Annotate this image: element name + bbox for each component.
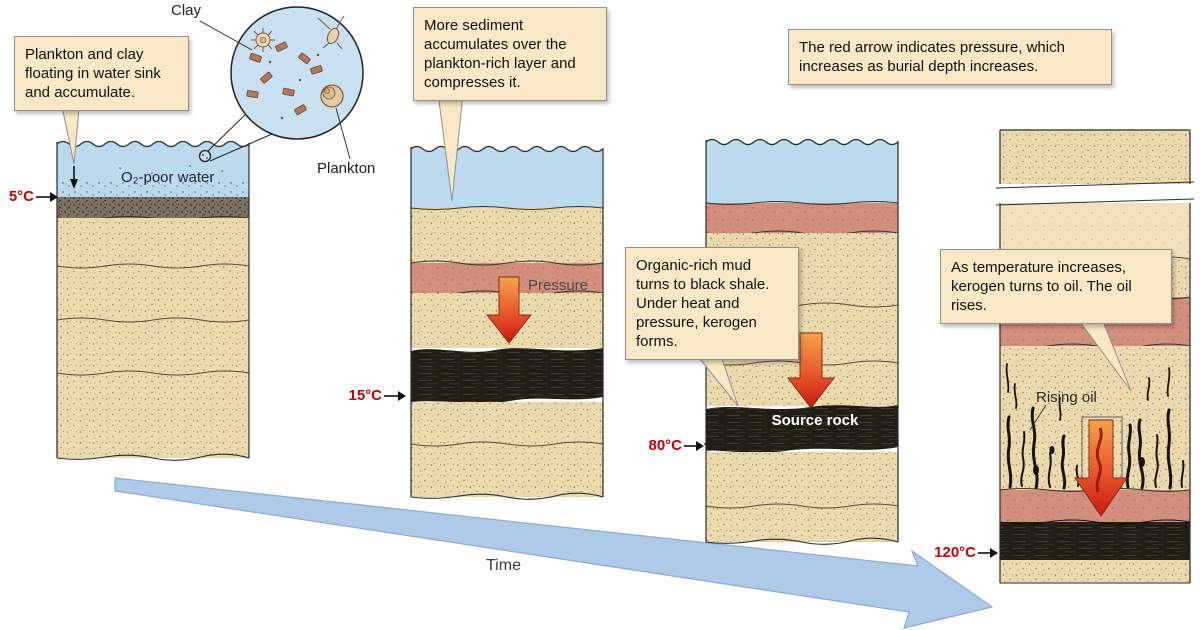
magnifier xyxy=(199,6,364,162)
o2-poor-water-label: O₂-poor water xyxy=(121,169,215,186)
boundary-line xyxy=(705,503,899,509)
magnifier-cone-line xyxy=(209,133,273,162)
shale-lens xyxy=(704,442,720,446)
time-label: Time xyxy=(486,557,521,574)
stage4-column xyxy=(995,129,1195,584)
sample-spot-circle xyxy=(198,149,212,163)
stage2-column xyxy=(410,145,604,500)
boundary-line xyxy=(56,370,250,376)
water-surface-wave xyxy=(705,138,899,146)
plankton-copepod-icon xyxy=(317,15,345,50)
rising-oil-pointer-line xyxy=(1029,404,1047,431)
temperature-stage3: 80°C xyxy=(648,437,682,454)
sand-layer xyxy=(411,208,603,263)
temperature-stage1: 5°C xyxy=(8,188,34,205)
sink-arrow xyxy=(70,166,78,189)
pink-mudstone-layer xyxy=(706,203,898,233)
boundary-line xyxy=(410,441,604,447)
pressure-arrow-stage3 xyxy=(787,332,835,409)
pressure-label: Pressure xyxy=(528,277,589,294)
column-bottom-edge xyxy=(410,492,604,500)
water-surface-wave xyxy=(56,140,250,148)
water-layer xyxy=(706,139,898,203)
water-surface-wave xyxy=(410,145,604,153)
clay-pointer-line xyxy=(199,20,253,51)
stage1-column xyxy=(56,140,250,461)
clay-label: Clay xyxy=(171,2,202,19)
time-arrow xyxy=(114,477,994,629)
sand-layer xyxy=(57,218,249,458)
temperature-stage2: 15°C xyxy=(348,387,382,404)
temperature-arrows xyxy=(36,192,998,558)
unconformity-break xyxy=(996,184,1194,203)
magnifier-circle xyxy=(230,6,364,140)
clay-flakes xyxy=(246,41,323,116)
column-bottom-edge xyxy=(705,537,899,545)
pressure-arrow-stage2 xyxy=(486,276,532,344)
sinking-particles xyxy=(57,178,249,197)
sand-layer xyxy=(411,402,603,497)
callout-stage1: Plankton and clay floating in water sink… xyxy=(14,36,189,112)
callout-stage2: More sediment accumulates over the plank… xyxy=(413,7,607,102)
water-layer xyxy=(411,146,603,208)
magnifier-cone-line xyxy=(207,107,253,152)
plankton-label: Plankton xyxy=(317,160,376,177)
source-rock-layer xyxy=(706,405,898,453)
callout-stage3: Organic-rich mud turns to black shale. U… xyxy=(625,247,799,361)
black-shale-layer xyxy=(411,348,603,404)
source-rock-label: Source rock xyxy=(771,412,859,429)
callout-stage4: As temperature increases, kerogen turns … xyxy=(940,249,1172,325)
column-bottom-edge xyxy=(56,453,250,461)
sand-layer xyxy=(1000,560,1190,583)
sand-layer xyxy=(706,452,898,542)
rising-oil-streaks xyxy=(1005,363,1185,490)
pressure-note-callout: The red arrow indicates pressure, which … xyxy=(788,29,1112,86)
shale-lens xyxy=(708,417,736,423)
plankton-shell-icon xyxy=(320,84,344,108)
boundary-line xyxy=(56,263,250,269)
plankton-pointer-line xyxy=(335,107,351,160)
plankton-radiolarian-icon xyxy=(251,28,275,52)
boundary-line xyxy=(56,317,250,323)
plankton-clay-layer xyxy=(57,197,249,218)
black-shale-layer xyxy=(1000,522,1190,560)
heat-squiggle xyxy=(1095,427,1103,493)
temperature-stage4: 120°C xyxy=(934,544,976,561)
sand-layer xyxy=(1000,130,1190,186)
rising-oil-label: Rising oil xyxy=(1036,389,1097,406)
